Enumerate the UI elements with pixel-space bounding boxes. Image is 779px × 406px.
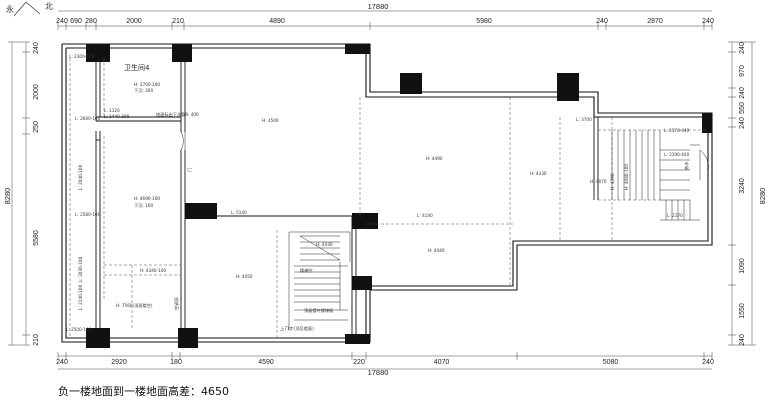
hot-water-label: 热水 <box>683 161 690 170</box>
stair-note-2: 顶板楼片楼梯板 <box>304 307 334 314</box>
bottom-dim-3: 4590 <box>258 359 274 366</box>
len-2170: L: 2170 <box>667 213 683 218</box>
len-1440: L: 1440-300 <box>104 114 130 119</box>
len-2640: L: 2640-100 <box>75 116 101 121</box>
right-dim-7: 1550 <box>739 303 746 319</box>
left-dimension-labels: 240 2000 250 5580 210 8280 <box>3 42 40 346</box>
len-3700: L: 3700 <box>576 117 592 122</box>
right-dim-8: 240 <box>739 334 746 346</box>
bottom-total-dimension: 17880 <box>368 368 389 377</box>
stair-note: 上71步(顶至楼面) <box>280 325 314 332</box>
top-dim-9: 240 <box>702 18 714 25</box>
len-2240: L: 2240-100 <box>78 284 83 310</box>
left-dimension-lines <box>8 41 30 346</box>
bottom-dim-2: 180 <box>170 359 182 366</box>
top-dim-0: 240 <box>56 18 68 25</box>
bottom-dim-4: 220 <box>353 359 365 366</box>
dashed-reference-lines <box>69 58 708 338</box>
top-dim-2: 280 <box>85 18 97 25</box>
bottom-dim-1: 2920 <box>111 359 127 366</box>
height-2700: H: 2700-200 <box>134 82 160 87</box>
len-5140: L: 5140 <box>231 210 247 215</box>
right-dim-6: 1090 <box>739 258 746 274</box>
left-dim-0: 240 <box>33 42 40 54</box>
right-stair-treads <box>611 130 709 221</box>
top-dim-1: 690 <box>70 18 82 25</box>
room-labels: 卫生间4 楼梯空 上71步(顶至楼面) 顶板楼片楼梯板 热水 门 <box>124 63 690 332</box>
left-dim-1: 2000 <box>33 84 40 100</box>
bottom-dimension-labels: 240 2920 180 4590 220 4070 5080 240 <box>56 359 714 366</box>
left-dim-4: 210 <box>33 334 40 346</box>
door-label: 门 <box>186 168 193 172</box>
height-4450: H: 4450 <box>236 274 253 279</box>
len-4140: L: 4140 <box>417 213 433 218</box>
top-dimension-lines <box>57 10 713 30</box>
compass-marker: 永 北 <box>6 1 53 17</box>
height-labels: H: 4500 H: 4490 H: 4330 H: 4070 H: 4440 … <box>116 118 607 309</box>
center-stair-treads <box>288 231 351 330</box>
left-dim-2: 250 <box>33 121 40 133</box>
len-2300: L: 2300-100 <box>69 54 95 59</box>
top-dim-6: 5980 <box>476 18 492 25</box>
sunken-300: 下沉: 300 <box>134 87 153 94</box>
height-4440: H: 4440 <box>428 248 445 253</box>
bottom-dim-0: 240 <box>56 359 68 366</box>
len-2500: L: 2500-100 <box>66 327 92 332</box>
stair-void-label: 楼梯空 <box>300 267 313 274</box>
top-dim-8: 2870 <box>647 18 663 25</box>
bottom-dimension-lines <box>57 352 713 370</box>
top-dim-4: 210 <box>172 18 184 25</box>
height-4070: H: 4070 <box>590 179 607 184</box>
compass-label-a: 永 <box>6 4 14 14</box>
height-4080: H: 4080-100 <box>624 164 629 190</box>
right-total-dimension: 8280 <box>758 188 767 205</box>
outer-walls <box>61 43 713 343</box>
top-total-dimension: 17880 <box>368 2 389 11</box>
height-4430: H: 4430 <box>316 242 333 247</box>
right-dimension-lines <box>728 41 756 346</box>
height-4340: H: 4340-100 <box>140 268 166 273</box>
door-swing <box>180 131 186 151</box>
len-2580: L: 2580-100 <box>75 212 101 217</box>
right-dim-5: 3240 <box>739 178 746 194</box>
left-dim-3: 5580 <box>33 230 40 246</box>
right-dim-4: 240 <box>739 117 746 129</box>
bottom-dim-6: 5080 <box>603 359 619 366</box>
height-4490: H: 4490 <box>426 156 443 161</box>
height-4330: H: 4330 <box>530 171 547 176</box>
len-1120: L: 1120 <box>104 108 120 113</box>
sunken-label: 下沉: 100 <box>134 202 153 209</box>
aircon-opening: 空调洞 <box>173 297 180 310</box>
bathroom-label: 卫生间4 <box>124 63 150 72</box>
bottom-dim-7: 240 <box>702 359 714 366</box>
right-dim-2: 240 <box>739 87 746 99</box>
right-dimension-labels: 240 970 240 550 240 3240 1090 1550 240 8… <box>739 42 767 346</box>
height-7560: H: 7560(顶面楼空) <box>116 302 153 309</box>
height-4390: H: 4390 <box>610 173 615 190</box>
len-3030: L: 3030-100 <box>78 256 83 282</box>
right-dim-1: 970 <box>739 65 746 77</box>
top-dim-7: 240 <box>596 18 608 25</box>
plan-caption: 负一楼地面到一楼地面高差：4650 <box>58 385 229 398</box>
top-dim-5: 4890 <box>269 18 285 25</box>
len-2190: L: 2190-440 <box>664 152 690 157</box>
right-dim-0: 240 <box>739 42 746 54</box>
structural-columns <box>86 44 712 348</box>
floor-drain-note: 地面标出下水管6: 400 <box>156 111 199 118</box>
len-2570: L: 2570-440 <box>664 128 690 133</box>
top-dim-3: 2000 <box>126 18 142 25</box>
left-total-dimension: 8280 <box>3 188 12 205</box>
len-2040: L: 2040-100 <box>78 164 83 190</box>
length-labels: L: 5140 L: 4140 L: 3700 L: 2170 L: 2570-… <box>66 54 690 332</box>
right-dim-3: 550 <box>739 102 746 114</box>
height-4690: H: 4690-100 <box>134 196 160 201</box>
height-4500: H: 4500 <box>262 118 279 123</box>
compass-label-b: 北 <box>45 2 53 11</box>
interior-walls <box>95 48 599 338</box>
bottom-dim-5: 4070 <box>434 359 450 366</box>
